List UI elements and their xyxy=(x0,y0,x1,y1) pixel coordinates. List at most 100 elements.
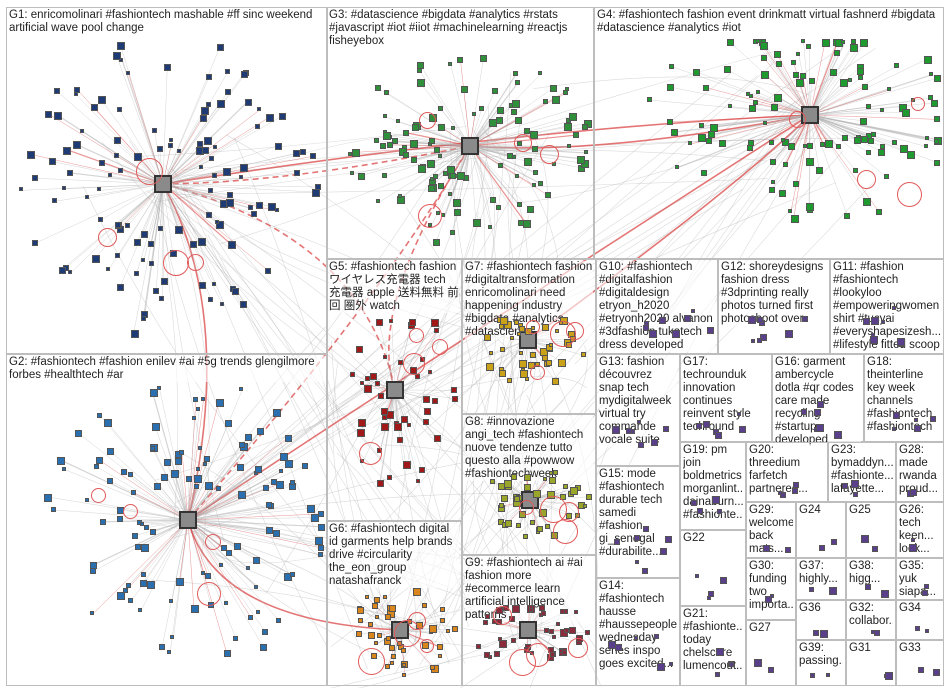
vertex-node xyxy=(73,92,78,97)
vertex-node xyxy=(672,329,681,338)
vertex-node xyxy=(147,241,154,248)
vertex-node xyxy=(748,104,756,112)
vertex-node xyxy=(289,480,295,486)
vertex-node xyxy=(440,618,446,624)
vertex-node xyxy=(915,626,921,632)
self-loop-ring xyxy=(566,321,585,340)
group-panel-g32: G32: collabor... xyxy=(846,600,896,640)
group-edge xyxy=(809,41,839,116)
group-edge xyxy=(809,77,938,116)
vertex-node xyxy=(822,39,831,47)
vertex-node xyxy=(893,63,899,69)
vertex-node xyxy=(581,160,590,169)
self-loop-ring xyxy=(187,253,205,271)
vertex-node xyxy=(417,165,426,174)
vertex-node xyxy=(901,109,910,118)
vertex-node xyxy=(123,587,129,593)
inter-group-edge xyxy=(426,355,538,651)
vertex-node xyxy=(782,161,788,167)
vertex-node xyxy=(488,224,493,229)
vertex-node xyxy=(18,187,23,192)
vertex-node xyxy=(934,116,940,123)
group-edge xyxy=(96,466,189,521)
vertex-node xyxy=(260,643,268,651)
group-edge xyxy=(469,145,527,224)
vertex-node xyxy=(376,479,384,487)
vertex-node xyxy=(643,321,649,327)
vertex-node xyxy=(580,352,586,358)
vertex-node xyxy=(809,587,815,593)
vertex-node xyxy=(226,192,233,199)
group-edge xyxy=(469,87,554,147)
vertex-node xyxy=(380,423,389,432)
vertex-node xyxy=(881,319,886,324)
vertex-node xyxy=(566,118,571,124)
vertex-node xyxy=(767,667,774,674)
vertex-node xyxy=(476,643,482,649)
vertex-node xyxy=(533,489,542,498)
vertex-node xyxy=(907,150,916,159)
group-edge xyxy=(162,76,210,185)
vertex-node xyxy=(199,165,204,170)
vertex-node xyxy=(542,98,548,104)
inter-group-edge xyxy=(533,76,810,96)
group-edge xyxy=(450,64,471,147)
vertex-node xyxy=(582,124,589,131)
vertex-node xyxy=(913,417,918,422)
group-edge xyxy=(92,519,189,566)
vertex-node xyxy=(569,112,578,121)
vertex-node xyxy=(116,592,125,601)
vertex-node xyxy=(401,416,409,424)
group-label: G32: collabor... xyxy=(849,602,893,628)
group-edge xyxy=(162,109,260,185)
vertex-node xyxy=(153,483,161,491)
group-edge xyxy=(54,509,189,521)
vertex-node xyxy=(848,78,853,83)
group-edge xyxy=(379,389,396,452)
vertex-node xyxy=(548,343,553,348)
group-edge xyxy=(469,145,585,164)
group-edge xyxy=(162,183,173,253)
inter-group-edge xyxy=(219,147,480,245)
inter-group-edge xyxy=(391,62,775,402)
vertex-node xyxy=(220,545,227,552)
vertex-node xyxy=(248,615,254,621)
vertex-node xyxy=(134,153,143,162)
vertex-node xyxy=(62,185,67,190)
vertex-node xyxy=(859,39,868,47)
vertex-node xyxy=(114,222,121,229)
vertex-node xyxy=(484,652,491,659)
vertex-node xyxy=(149,528,156,535)
vertex-node xyxy=(538,70,543,75)
group-edge xyxy=(809,86,865,116)
vertex-node xyxy=(723,66,731,74)
vertex-node xyxy=(771,103,779,111)
group-edge xyxy=(469,145,582,169)
vertex-node xyxy=(278,468,283,473)
vertex-node xyxy=(800,408,807,415)
group-edge xyxy=(803,41,811,116)
self-loop-ring xyxy=(408,611,427,630)
vertex-node xyxy=(635,560,640,565)
group-edge xyxy=(181,453,189,521)
vertex-node xyxy=(878,148,886,156)
vertex-node xyxy=(537,180,543,186)
vertex-node xyxy=(398,359,404,365)
vertex-node xyxy=(854,137,862,145)
inter-group-edge xyxy=(150,139,775,204)
group-edge xyxy=(469,145,522,224)
group-edge xyxy=(386,132,471,147)
vertex-node xyxy=(233,635,239,641)
vertex-node xyxy=(830,69,838,77)
group-panel-g20: G20: threedium farfetch partnered... xyxy=(746,442,828,502)
group-edge xyxy=(162,183,216,285)
vertex-node xyxy=(790,60,796,66)
group-edge xyxy=(187,519,266,632)
vertex-node xyxy=(497,163,503,169)
group-label: G12: shoreydesigns fashion dress #3dprin… xyxy=(721,261,827,326)
vertex-node xyxy=(164,63,172,71)
vertex-node xyxy=(223,649,231,657)
vertex-node xyxy=(49,158,56,166)
group-edge xyxy=(162,46,221,185)
vertex-node xyxy=(349,372,355,378)
